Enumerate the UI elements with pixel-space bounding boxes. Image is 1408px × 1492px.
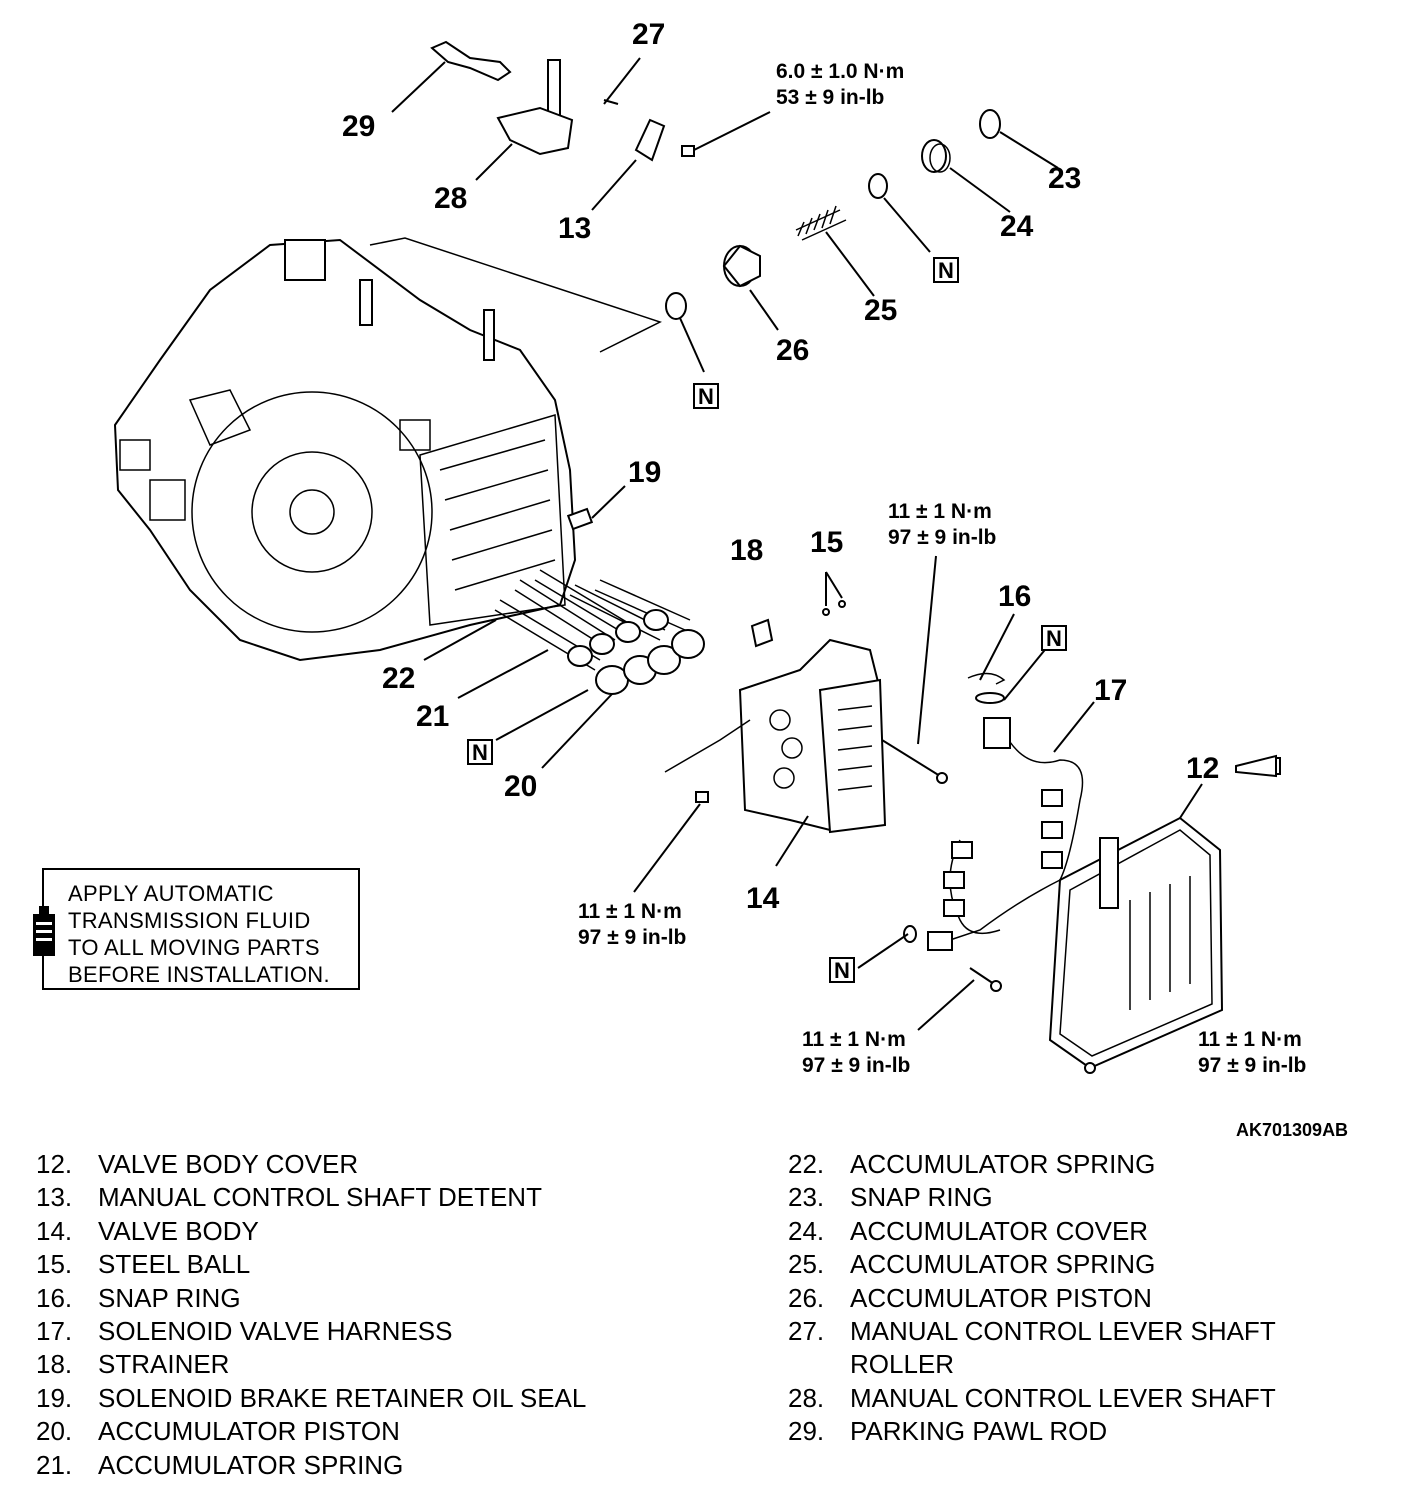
legend-item: 23.SNAP RING <box>788 1182 993 1213</box>
torque-spec-2: 11 ± 1 N·m 97 ± 9 in-lb <box>888 500 996 549</box>
svg-text:11 ± 1 N·m: 11 ± 1 N·m <box>578 900 682 923</box>
fluid-bottle-icon <box>30 906 58 956</box>
svg-text:97 ± 9 in-lb: 97 ± 9 in-lb <box>1198 1054 1306 1077</box>
legend-item: 14.VALVE BODY <box>36 1215 259 1246</box>
svg-text:11 ± 1 N·m: 11 ± 1 N·m <box>802 1028 906 1051</box>
accumulator-pistons-20 <box>567 609 705 695</box>
callout-22: 22 <box>382 662 415 695</box>
callout-15: 15 <box>810 526 843 559</box>
callout-24: 24 <box>1000 210 1034 243</box>
callout-27: 27 <box>632 18 665 51</box>
manual-control-lever-shaft <box>496 59 574 156</box>
accumulator-spring-25 <box>795 205 847 241</box>
legend-item: 24.ACCUMULATOR COVER <box>788 1215 1149 1246</box>
n-marker-4: N <box>467 739 493 765</box>
svg-text:97 ± 9 in-lb: 97 ± 9 in-lb <box>802 1054 910 1077</box>
callout-21: 21 <box>416 700 449 733</box>
callout-23: 23 <box>1048 162 1081 195</box>
svg-text:N: N <box>472 740 488 765</box>
legend-item: 22.ACCUMULATOR SPRING <box>788 1149 1156 1179</box>
svg-text:N: N <box>938 258 954 283</box>
legend-item: 28.MANUAL CONTROL LEVER SHAFT <box>788 1382 1276 1413</box>
legend-item: 18.STRAINER <box>36 1349 230 1380</box>
legend-item: 25.ACCUMULATOR SPRING <box>788 1249 1156 1280</box>
svg-text:N: N <box>698 384 714 409</box>
accumulator-springs-20-22 <box>494 569 691 671</box>
accumulator-piston-26 <box>722 244 761 288</box>
svg-text:97 ± 9 in-lb: 97 ± 9 in-lb <box>578 926 686 949</box>
callout-16: 16 <box>998 580 1031 613</box>
o-ring-n4 <box>903 925 917 943</box>
callout-19: 19 <box>628 456 661 489</box>
callout-26: 26 <box>776 334 809 367</box>
leader-lines <box>391 57 1203 1031</box>
legend-item: 29.PARKING PAWL ROD <box>788 1416 1108 1447</box>
parking-pawl-rod <box>430 40 512 82</box>
legend-left-column: 12.VALVE BODY COVER 13.MANUAL CONTROL SH… <box>36 1148 586 1482</box>
svg-text:97 ± 9 in-lb: 97 ± 9 in-lb <box>888 526 996 549</box>
snap-ring-23 <box>979 109 1001 139</box>
detent-bolt <box>681 145 695 157</box>
exploded-view-diagram: 29 27 28 13 23 24 25 26 19 18 15 16 17 1… <box>113 18 1306 1077</box>
solenoid-valve-harness <box>927 717 1084 951</box>
callout-28: 28 <box>434 182 467 215</box>
callout-13: 13 <box>558 212 591 245</box>
o-ring-n2 <box>665 292 687 320</box>
callout-labels: 29 27 28 13 23 24 25 26 19 18 15 16 17 1… <box>342 18 1219 915</box>
sealant-tube-icon <box>1235 754 1281 778</box>
valve-body-cover <box>1048 816 1224 1070</box>
svg-text:11 ± 1 N·m: 11 ± 1 N·m <box>1198 1028 1302 1051</box>
steel-balls <box>822 600 846 616</box>
torque-spec-1: 6.0 ± 1.0 N·m 53 ± 9 in-lb <box>776 60 904 109</box>
callout-14: 14 <box>746 882 780 915</box>
legend-item: 13.MANUAL CONTROL SHAFT DETENT <box>36 1182 542 1213</box>
n-marker-3: N <box>1041 625 1067 651</box>
callout-20: 20 <box>504 770 537 803</box>
svg-text:11 ± 1 N·m: 11 ± 1 N·m <box>888 500 992 523</box>
atf-note-box: APPLY AUTOMATIC TRANSMISSION FLUID TO AL… <box>30 868 360 990</box>
n-marker-2: N <box>693 383 719 409</box>
snap-ring-16 <box>967 672 1006 685</box>
torque-spec-4: 11 ± 1 N·m 97 ± 9 in-lb <box>802 1028 910 1077</box>
legend-item: 17.SOLENOID VALVE HARNESS <box>36 1316 453 1347</box>
valve-body-bolt-left <box>695 791 709 803</box>
o-ring-n1 <box>868 173 888 199</box>
legend-item: 26.ACCUMULATOR PISTON <box>788 1282 1152 1313</box>
legend-item: 16.SNAP RING <box>36 1282 241 1313</box>
figure-code: AK701309AB <box>1236 1120 1349 1140</box>
svg-text:53 ± 9 in-lb: 53 ± 9 in-lb <box>776 86 884 109</box>
transmission-case <box>113 238 577 662</box>
callout-12: 12 <box>1186 752 1219 785</box>
legend-item: 21.ACCUMULATOR SPRING <box>36 1449 404 1480</box>
atf-note-text: APPLY AUTOMATIC TRANSMISSION FLUID TO AL… <box>68 881 330 987</box>
harness-bolt <box>969 967 1002 992</box>
n-marker-1: N <box>933 257 959 283</box>
callout-18: 18 <box>730 534 763 567</box>
callout-29: 29 <box>342 110 375 143</box>
accumulator-cover-24 <box>921 139 951 173</box>
callout-25: 25 <box>864 294 897 327</box>
legend-item: 12.VALVE BODY COVER <box>36 1149 359 1179</box>
torque-spec-5: 11 ± 1 N·m 97 ± 9 in-lb <box>1198 1028 1306 1077</box>
svg-text:N: N <box>1046 626 1062 651</box>
svg-text:6.0 ± 1.0 N·m: 6.0 ± 1.0 N·m <box>776 60 904 83</box>
manual-control-shaft-detent <box>634 118 666 162</box>
legend-item: 19.SOLENOID BRAKE RETAINER OIL SEAL <box>36 1382 587 1413</box>
cover-bolt <box>1084 1062 1096 1074</box>
valve-body-bolt-long <box>881 739 948 784</box>
valve-body <box>738 638 887 834</box>
legend-right-column: 22.ACCUMULATOR SPRING 23.SNAP RING 24.AC… <box>788 1148 1276 1449</box>
legend-item: 15.STEEL BALL <box>36 1249 251 1280</box>
torque-spec-3: 11 ± 1 N·m 97 ± 9 in-lb <box>578 900 686 949</box>
legend-item: 27.MANUAL CONTROL LEVER SHAFT ROLLER <box>788 1316 1276 1380</box>
solenoid-brake-retainer-oil-seal <box>566 507 594 531</box>
strainer <box>750 618 774 648</box>
callout-17: 17 <box>1094 674 1127 707</box>
svg-text:N: N <box>834 958 850 983</box>
legend-item: 20.ACCUMULATOR PISTON <box>36 1416 400 1447</box>
o-ring-n3 <box>975 692 1005 704</box>
n-marker-5: N <box>829 957 855 983</box>
